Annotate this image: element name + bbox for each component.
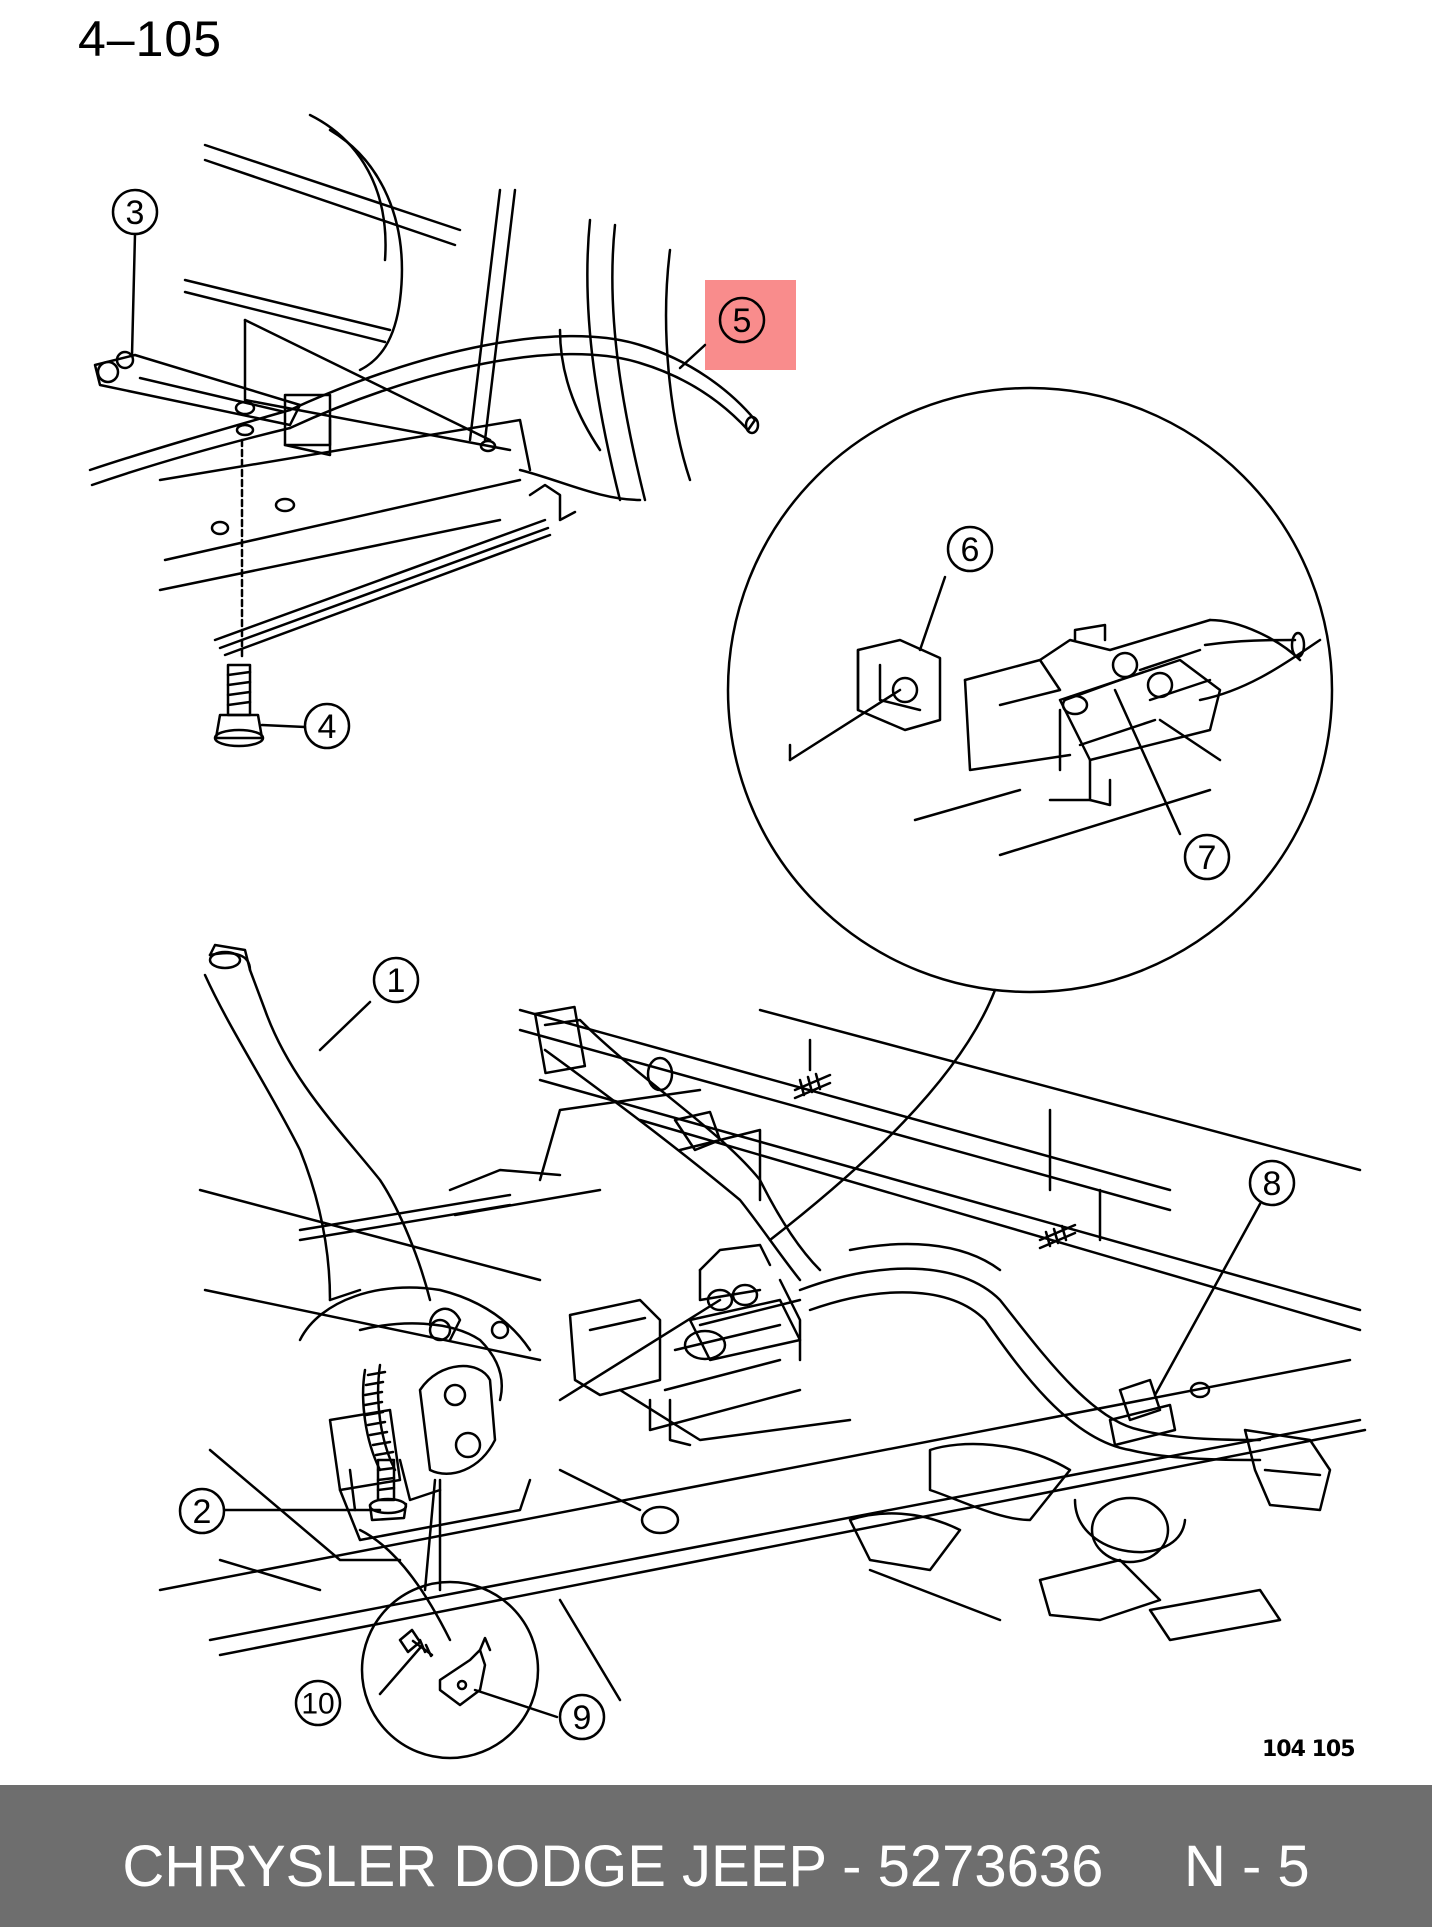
floor-studs <box>673 1072 1077 1250</box>
figure-code: 104 105 <box>1262 1737 1356 1762</box>
callout-circle-8 <box>1248 1159 1296 1207</box>
cable-bracket <box>93 350 332 457</box>
callout-circle-7 <box>1183 833 1231 881</box>
callout-label-8: 8 <box>1263 1165 1282 1203</box>
callout-label-3: 3 <box>126 194 145 232</box>
page-number: 4–105 <box>78 11 223 67</box>
callout-label-6: 6 <box>961 531 980 569</box>
callout-label-7: 7 <box>1198 839 1217 877</box>
rear-cable <box>533 1005 1332 1512</box>
equalizer-assembly <box>558 1243 802 1447</box>
callout-label-9: 9 <box>573 1699 592 1737</box>
leader-lines <box>130 232 1262 1719</box>
parking-brake-diagram: 3 4 5 6 7 1 8 2 10 9 <box>88 113 1367 1760</box>
callout-label-10: 10 <box>301 1688 334 1721</box>
callout-circle-6 <box>946 525 994 573</box>
bolt <box>213 438 265 748</box>
floor-pan <box>158 1008 1367 1702</box>
callout-circle-3 <box>111 188 159 236</box>
callout-label-5: 5 <box>733 302 752 340</box>
callout-label-1: 1 <box>387 962 406 1000</box>
parking-brake-lever <box>203 943 532 1542</box>
footer-bar <box>0 1785 1432 1927</box>
front-cable <box>88 334 760 487</box>
detail-magnifier <box>726 386 1334 1242</box>
callout-circle-9 <box>558 1693 606 1741</box>
callout-label-4: 4 <box>318 708 337 746</box>
lower-detail-magnifier <box>360 1478 540 1760</box>
footer-caption: CHRYSLER DODGE JEEP - 5273636 N - 5 <box>122 1834 1310 1899</box>
callout-circle-2 <box>178 1487 226 1535</box>
upper-body-panel <box>158 113 692 657</box>
callout-circle-5 <box>718 296 766 344</box>
callout-circle-10 <box>294 1679 342 1727</box>
callout-circles <box>111 188 1296 1741</box>
callout-label-2: 2 <box>193 1493 212 1531</box>
callout-circle-4 <box>303 702 351 750</box>
callout-circle-1 <box>372 956 420 1004</box>
